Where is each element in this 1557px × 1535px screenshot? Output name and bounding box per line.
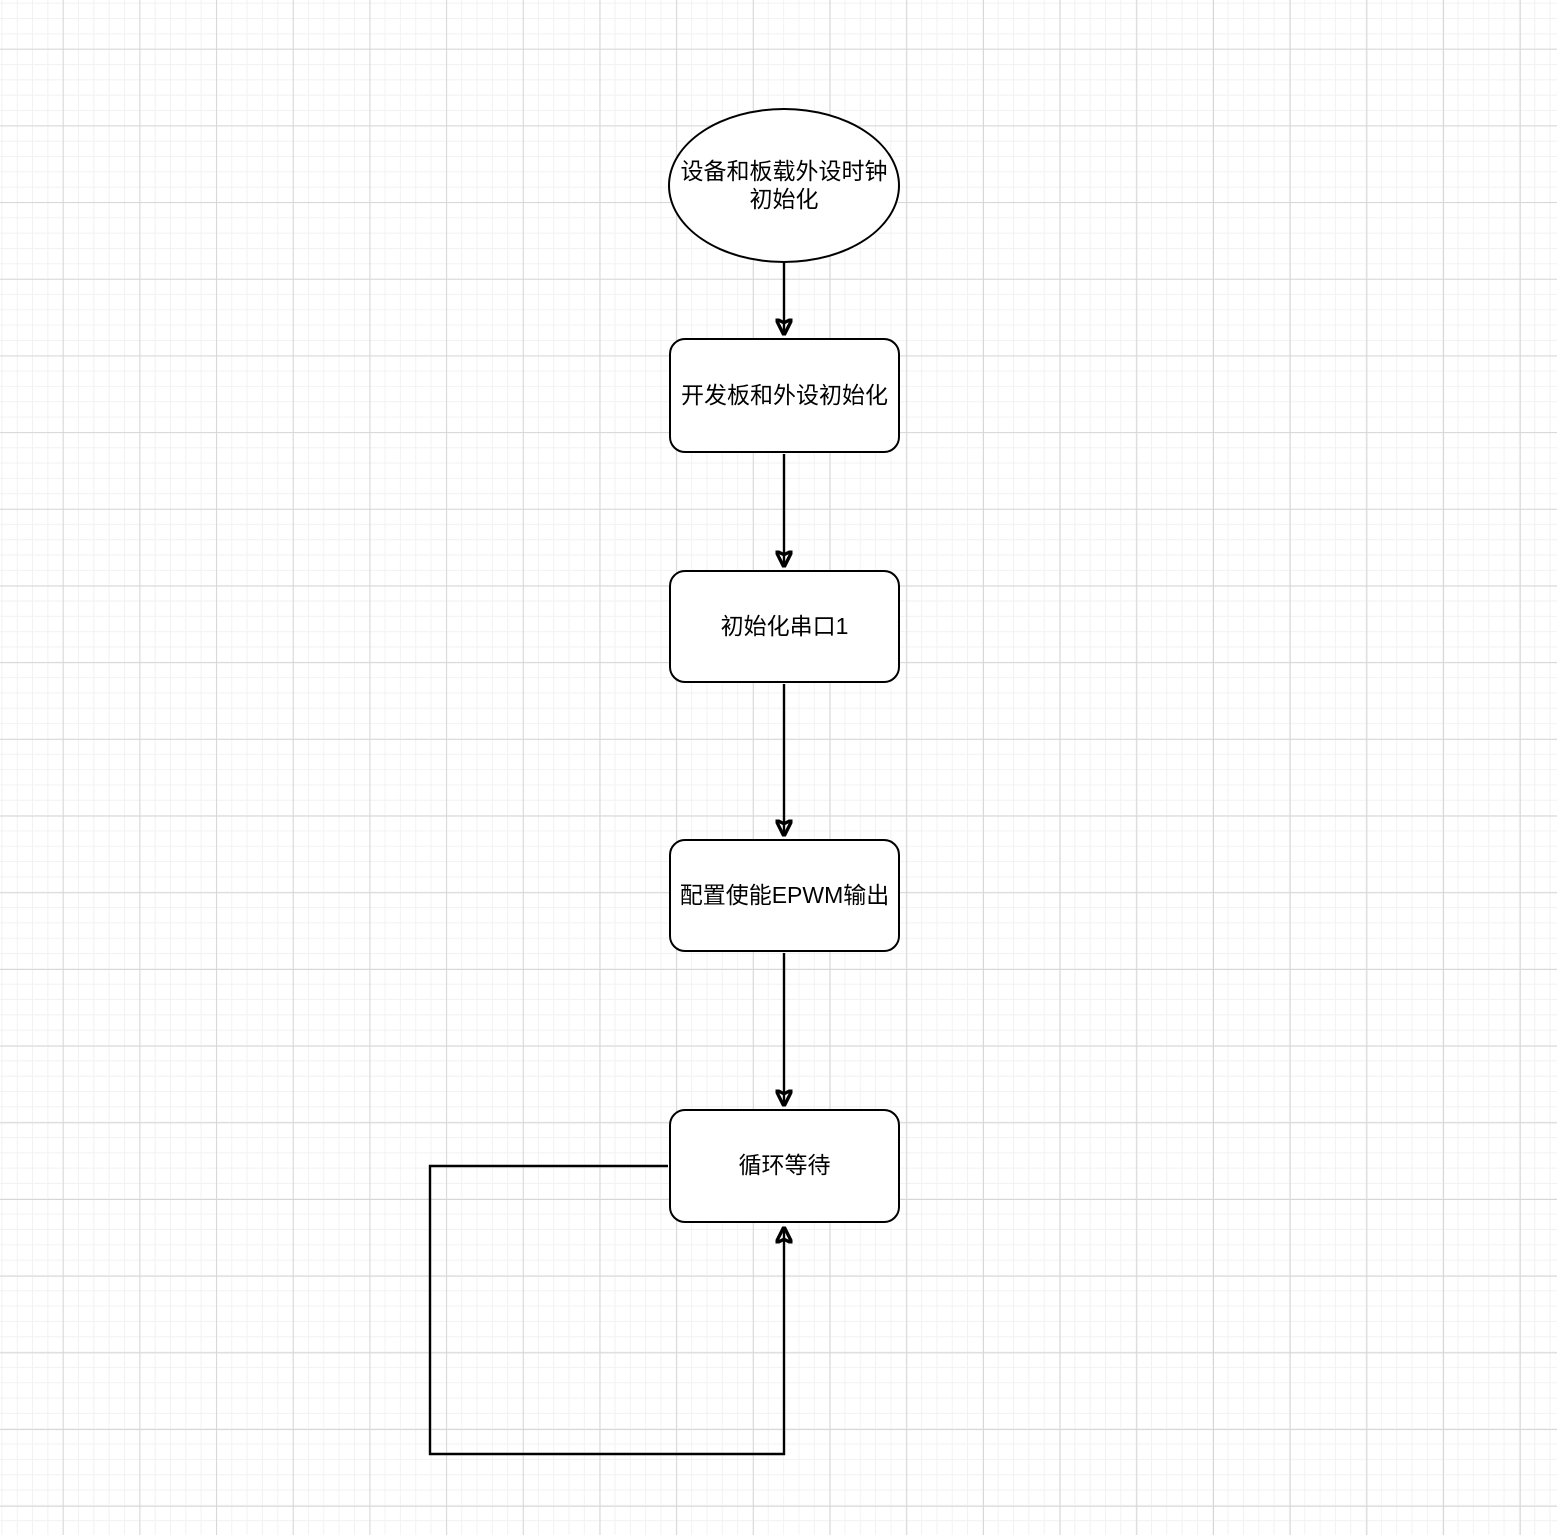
node-clock-init-label: 设备和板载外设时钟 初始化 xyxy=(680,157,888,212)
edge-loopwait-self-loop[interactable] xyxy=(428,1164,784,1456)
node-clock-init[interactable]: 设备和板载外设时钟 初始化 xyxy=(668,108,900,263)
node-epwm-config[interactable]: 配置使能EPWM输出 xyxy=(669,839,900,952)
node-board-init[interactable]: 开发板和外设初始化 xyxy=(669,338,900,453)
node-epwm-config-label: 配置使能EPWM输出 xyxy=(679,881,890,908)
node-loop-wait-label: 循环等待 xyxy=(738,1152,831,1179)
node-loop-wait[interactable]: 循环等待 xyxy=(669,1109,900,1223)
node-uart-init[interactable]: 初始化串口1 xyxy=(669,570,900,683)
node-uart-init-label: 初始化串口1 xyxy=(720,612,849,639)
node-board-init-label: 开发板和外设初始化 xyxy=(681,381,888,408)
